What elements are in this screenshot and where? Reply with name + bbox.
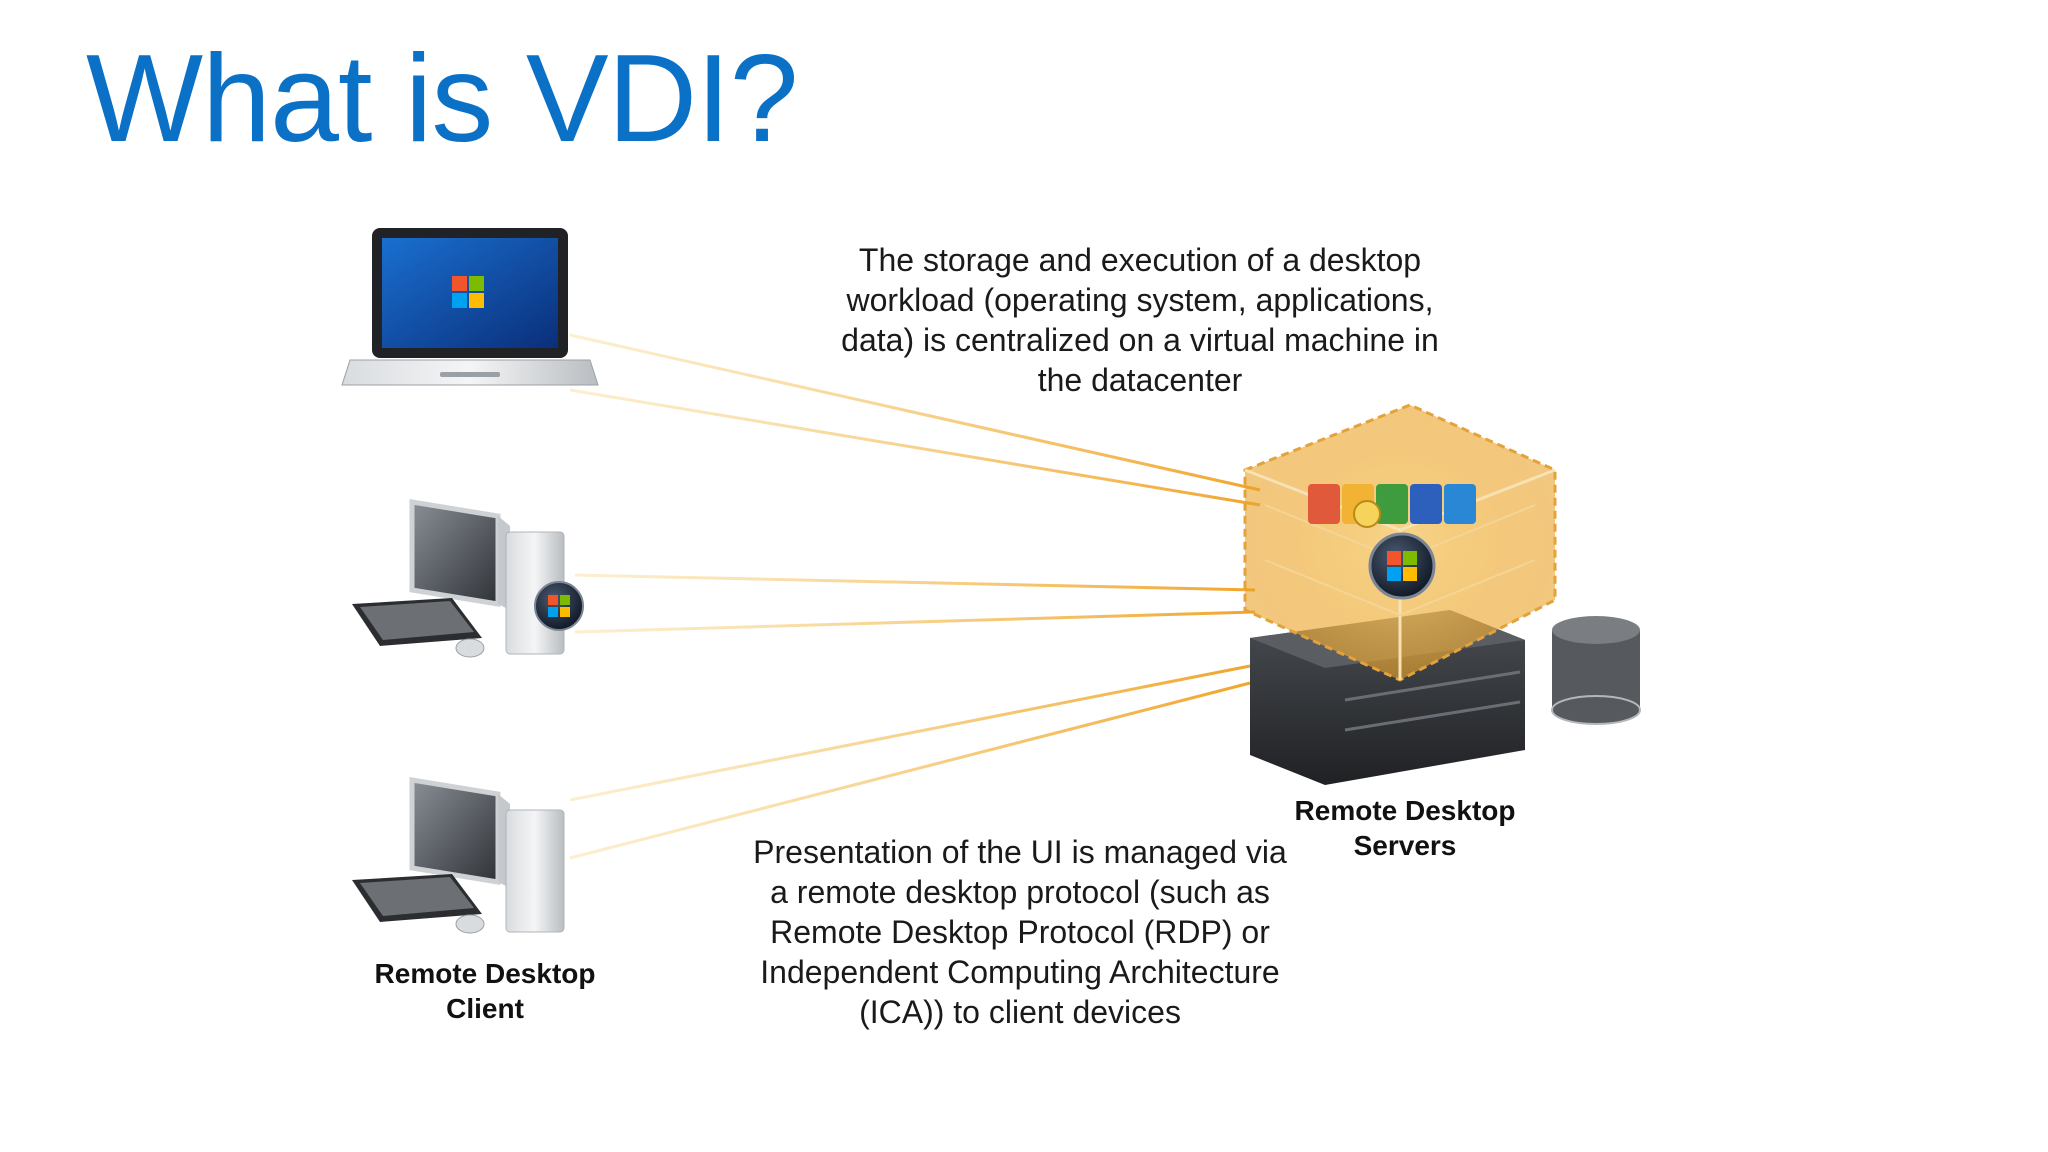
- laptop-icon: [341, 228, 599, 386]
- beam-desktop1-1: [574, 573, 1256, 592]
- label-remote-desktop-client: Remote Desktop Client: [374, 958, 596, 1024]
- connection-beams: [569, 333, 1261, 860]
- caption-storage: The storage and execution of a desktop w…: [841, 242, 1439, 398]
- windows-logo-icon: [1368, 532, 1436, 600]
- database-cylinder-icon: [1551, 616, 1641, 725]
- windows-logo-icon: [534, 581, 584, 631]
- slide-title: What is VDI?: [86, 30, 799, 168]
- beam-laptop-1: [569, 333, 1261, 492]
- beam-desktop2-1: [569, 664, 1251, 802]
- beam-desktop2-2: [569, 681, 1251, 860]
- desktop-computer-icon: [352, 499, 584, 658]
- caption-presentation: Presentation of the UI is managed via a …: [753, 834, 1287, 1030]
- desktop-computer-icon: [352, 777, 565, 934]
- beam-desktop1-2: [574, 610, 1256, 634]
- office-apps-icon: [1308, 484, 1476, 528]
- beam-laptop-2: [569, 388, 1261, 507]
- label-remote-desktop-servers: Remote Desktop Servers: [1294, 795, 1516, 861]
